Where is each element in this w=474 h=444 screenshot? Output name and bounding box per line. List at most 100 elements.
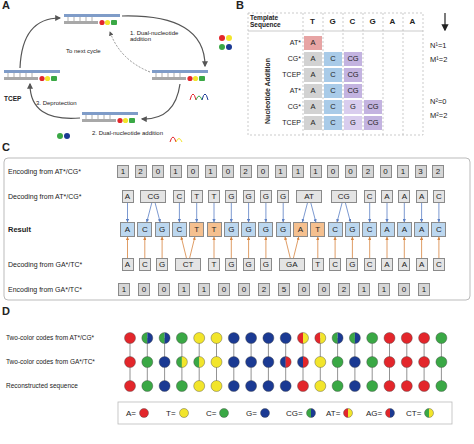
table-cell: C bbox=[324, 84, 342, 98]
box-text: 0 bbox=[348, 168, 352, 176]
code-dot bbox=[211, 381, 222, 392]
code-box: 0 bbox=[138, 283, 150, 296]
legend-symbol bbox=[348, 409, 352, 418]
code-dot bbox=[159, 333, 170, 344]
step-label: 3. Deprotection bbox=[36, 100, 77, 106]
box-text: C bbox=[177, 193, 183, 201]
box-text: C bbox=[436, 261, 442, 269]
mapping-arrow bbox=[147, 203, 152, 222]
code-box: 1 bbox=[118, 283, 130, 296]
legend-text: G= bbox=[246, 409, 257, 418]
code-dot bbox=[436, 381, 447, 392]
code-dot bbox=[338, 333, 344, 344]
code-box: 1 bbox=[198, 283, 210, 296]
code-box: 1 bbox=[275, 165, 287, 178]
code-box: 0 bbox=[318, 283, 330, 296]
mapping-arrow bbox=[317, 237, 318, 258]
template-base: A bbox=[403, 15, 422, 29]
code-dot bbox=[142, 357, 153, 368]
legend-symbol bbox=[384, 407, 396, 419]
code-dot bbox=[211, 333, 222, 344]
axis-label: Nucleotide Addition bbox=[263, 43, 273, 139]
legend-symbol bbox=[342, 407, 354, 419]
box-text: A bbox=[419, 193, 424, 201]
cycle-illustration bbox=[57, 133, 63, 139]
code-box: 5 bbox=[278, 283, 290, 296]
legend-swatch bbox=[220, 409, 229, 418]
code-dot bbox=[298, 381, 309, 392]
column-link bbox=[216, 338, 217, 386]
panel-letter: B bbox=[236, 0, 244, 12]
legend-swatch bbox=[140, 409, 149, 418]
column-link bbox=[372, 338, 373, 386]
column-link bbox=[181, 338, 182, 386]
cycle-illustration bbox=[202, 94, 208, 100]
code-dot bbox=[436, 357, 447, 368]
decoded-box: T bbox=[208, 190, 220, 203]
code-dot bbox=[384, 357, 395, 368]
decoded-box: C bbox=[139, 258, 151, 271]
code-dot bbox=[142, 381, 153, 392]
mapping-arrow bbox=[421, 203, 422, 222]
code-dot bbox=[159, 333, 170, 344]
code-box: 2 bbox=[432, 165, 444, 178]
code-box: 1 bbox=[358, 283, 370, 296]
box-text: C bbox=[367, 226, 373, 234]
code-dot bbox=[125, 333, 136, 344]
mapping-arrow bbox=[231, 237, 232, 258]
code-dot bbox=[194, 333, 205, 344]
code-dot bbox=[280, 333, 291, 344]
code-dot bbox=[263, 357, 274, 368]
result-base: T bbox=[310, 222, 325, 237]
legend-symbol bbox=[306, 409, 315, 418]
code-dot bbox=[384, 333, 395, 344]
table-cell: G bbox=[344, 100, 362, 114]
result-base: A bbox=[397, 222, 412, 237]
column-link bbox=[199, 338, 200, 386]
box-text: 1 bbox=[382, 286, 386, 294]
decoded-box: C bbox=[364, 190, 376, 203]
code-dot bbox=[142, 381, 153, 392]
legend-symbol bbox=[218, 407, 230, 419]
legend-text: T= bbox=[166, 409, 176, 418]
code-dot bbox=[349, 333, 360, 344]
code-dot bbox=[367, 357, 378, 368]
code-dot bbox=[228, 381, 239, 392]
cycle-illustration bbox=[219, 44, 225, 50]
mapping-arrow bbox=[438, 203, 439, 222]
result-base: G bbox=[276, 222, 291, 237]
mapping-arrow bbox=[302, 203, 307, 222]
cycle-illustration bbox=[152, 70, 208, 81]
box-text: 0 bbox=[191, 168, 195, 176]
box-text: 2 bbox=[262, 286, 266, 294]
code-dot bbox=[211, 357, 222, 368]
box-text: G bbox=[228, 261, 234, 269]
legend-symbol bbox=[259, 407, 271, 419]
code-dot bbox=[303, 357, 309, 368]
box-text: C bbox=[142, 261, 148, 269]
box-text: 1 bbox=[401, 168, 405, 176]
cycle-illustration bbox=[176, 139, 182, 143]
column-link bbox=[268, 338, 269, 386]
code-dot bbox=[176, 357, 182, 368]
box-text: 1 bbox=[422, 286, 426, 294]
mapping-arrow bbox=[155, 203, 160, 222]
code-dot bbox=[367, 381, 378, 392]
cycle-illustration bbox=[30, 84, 80, 118]
box-text: G bbox=[280, 193, 286, 201]
code-dot bbox=[419, 357, 430, 368]
mapping-arrow bbox=[179, 203, 180, 222]
code-dot bbox=[228, 357, 239, 368]
code-dot bbox=[315, 333, 326, 344]
template-base: G bbox=[323, 15, 342, 29]
box-text: C bbox=[367, 261, 373, 269]
code-dot bbox=[263, 333, 274, 344]
code-box: 0 bbox=[187, 165, 199, 178]
legend-swatch bbox=[179, 409, 188, 418]
legend-swatch bbox=[260, 409, 269, 418]
code-dot bbox=[298, 381, 309, 392]
box-text: 0 bbox=[302, 286, 306, 294]
code-dot bbox=[159, 357, 170, 368]
column-link bbox=[285, 338, 286, 386]
code-box: 1 bbox=[418, 283, 430, 296]
